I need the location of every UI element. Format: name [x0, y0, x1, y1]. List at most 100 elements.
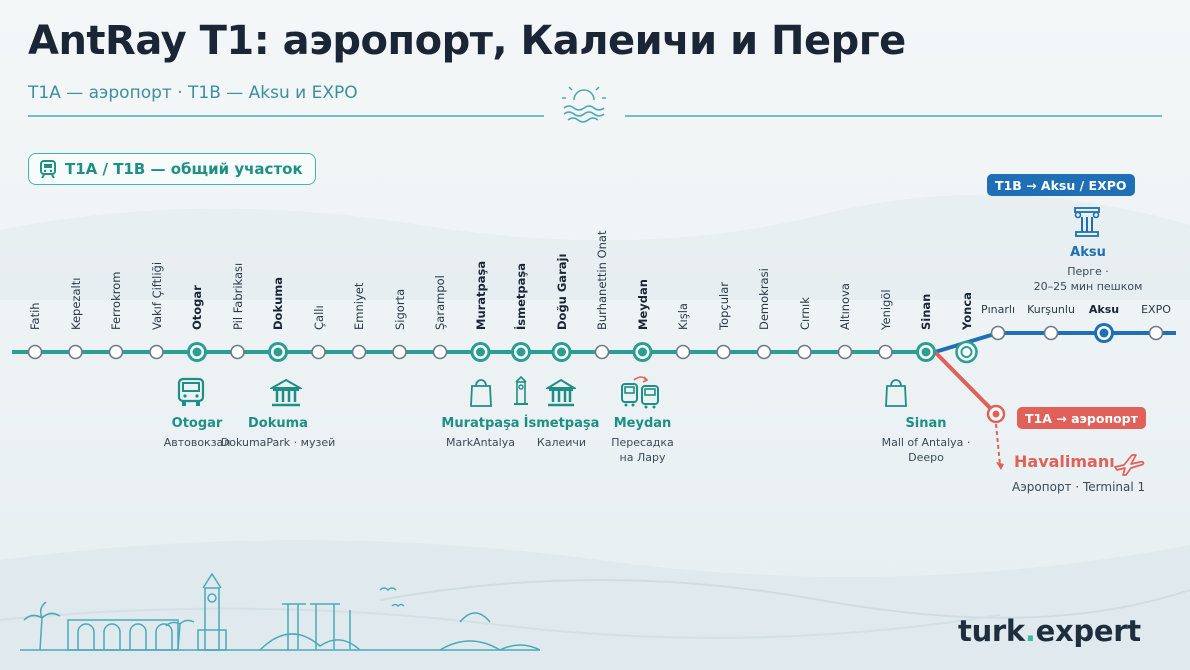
brand-suffix: expert	[1035, 614, 1141, 648]
page-title: AntRay T1: аэропорт, Калеичи и Перге	[28, 18, 906, 64]
brand-name: turk	[958, 614, 1025, 648]
museum-icon	[270, 378, 302, 407]
branch-station-stop[interactable]	[1099, 328, 1109, 338]
station-label: Demokrasi	[757, 268, 771, 330]
station-stop[interactable]	[756, 344, 772, 360]
highlight-desc: Автовокзал	[163, 436, 231, 449]
aksu-poi-desc-2: 20–25 мин пешком	[1033, 280, 1143, 293]
highlight-name: Dokuma	[248, 416, 308, 431]
highlight-desc: Пересадка	[611, 436, 674, 449]
station-label: Otogar	[190, 285, 204, 330]
highlight-desc: Mall of Antalya ·	[881, 436, 971, 449]
airplane-icon	[1114, 454, 1145, 476]
t1a-branch-line	[933, 350, 998, 416]
station-label: Vakıf Çiftliği	[149, 261, 164, 330]
brand-dot: .	[1024, 614, 1036, 648]
sun-waves-icon	[562, 86, 606, 123]
station-stop[interactable]	[878, 344, 893, 360]
highlight-name: Meydan	[613, 416, 672, 431]
station-stop[interactable]	[311, 344, 326, 360]
station-label: Altınova	[838, 283, 852, 330]
station-stop[interactable]	[392, 344, 407, 360]
highlight-desc: DokumaPark · музей	[220, 436, 336, 449]
station-stop[interactable]	[797, 344, 812, 360]
station-stop[interactable]	[921, 347, 931, 357]
station-stop[interactable]	[557, 347, 566, 357]
station-label: Kepezaltı	[68, 277, 83, 330]
header-divider	[28, 86, 1162, 123]
station-label: Meydan	[635, 279, 650, 330]
highlight-desc-2: на Лару	[619, 451, 666, 464]
t1a-arrowhead	[996, 462, 1004, 470]
branch-station-stop[interactable]	[1043, 325, 1059, 341]
station-stop[interactable]	[149, 344, 164, 360]
branch-station-label: EXPO	[1141, 303, 1171, 316]
station-label: Sinan	[919, 293, 933, 330]
ionic-column-icon	[1074, 207, 1100, 237]
station-label: Çallı	[311, 305, 326, 330]
station-label: Pil Fabrikası	[230, 262, 245, 330]
t1b-branch-label: T1B → Aksu / EXPO	[995, 177, 1127, 193]
station-stop[interactable]	[273, 347, 283, 357]
station-stop[interactable]	[638, 347, 647, 357]
station-label: Dokuma	[271, 276, 285, 330]
airport-station-name: Havalimanı	[1014, 452, 1115, 471]
clock-tower-icon	[514, 376, 528, 405]
shared-section-badge: T1A / T1B — общий участок	[28, 153, 316, 185]
station-label: Sigorta	[392, 288, 407, 330]
branch-station-label: Pınarlı	[980, 303, 1016, 316]
highlight-name: Sinan	[905, 416, 947, 431]
station-stop[interactable]	[476, 347, 485, 357]
station-label: Emniyet	[352, 282, 366, 330]
station-stop[interactable]	[675, 344, 691, 360]
station-label: Burhanettin Onat	[595, 230, 609, 330]
station-label: Cırnık	[797, 297, 812, 330]
station-label: Ferrokrom	[109, 271, 123, 330]
station-label: Şarampol	[433, 275, 447, 330]
station-label: Fatih	[28, 302, 42, 330]
bus-icon	[177, 377, 205, 406]
station-stop[interactable]	[192, 347, 202, 357]
station-stop[interactable]	[594, 344, 610, 360]
tram-bus-transfer-icon	[621, 376, 659, 409]
airport-station-desc: Аэропорт · Terminal 1	[1012, 480, 1146, 494]
station-stop[interactable]	[27, 344, 43, 360]
station-stop[interactable]	[351, 344, 367, 360]
shared-section-label: T1A / T1B — общий участок	[65, 160, 303, 178]
branch-station-label: Aksu	[1088, 303, 1120, 316]
brand-logo: turk.expert	[958, 614, 1141, 648]
page-subtitle: T1A — аэропорт · T1B — Aksu и EXPO	[28, 83, 358, 103]
branch-station-stop[interactable]	[1148, 325, 1164, 341]
station-stop[interactable]	[516, 347, 526, 357]
branch-station-stop[interactable]	[990, 325, 1006, 341]
branch-station-label: Kurşunlu	[1027, 303, 1075, 316]
station-stop[interactable]	[108, 344, 124, 360]
station-stop[interactable]	[716, 344, 731, 360]
station-stop[interactable]	[432, 344, 448, 360]
t1a-branch-label: T1A → аэропорт	[1025, 410, 1138, 426]
highlight-desc-2: Deepo	[908, 451, 944, 464]
station-label: Muratpaşa	[473, 260, 488, 330]
t1b-branch-tag: T1B → Aksu / EXPO	[987, 174, 1135, 196]
tram-icon	[40, 160, 56, 179]
station-label: Yonca	[959, 292, 974, 330]
station-stop[interactable]	[837, 344, 853, 360]
station-stop[interactable]	[230, 344, 245, 360]
aksu-poi-name: Aksu	[1070, 245, 1106, 260]
highlight-desc: Калеичи	[536, 436, 587, 449]
station-label: Kışla	[676, 303, 690, 330]
station-stop-junction-inner	[960, 346, 973, 358]
museum-icon	[546, 378, 576, 407]
shopping-bag-icon	[470, 379, 492, 407]
station-stop[interactable]	[68, 344, 83, 360]
antalya-skyline-illustration	[20, 572, 540, 651]
station-label: Topçular	[716, 282, 731, 330]
